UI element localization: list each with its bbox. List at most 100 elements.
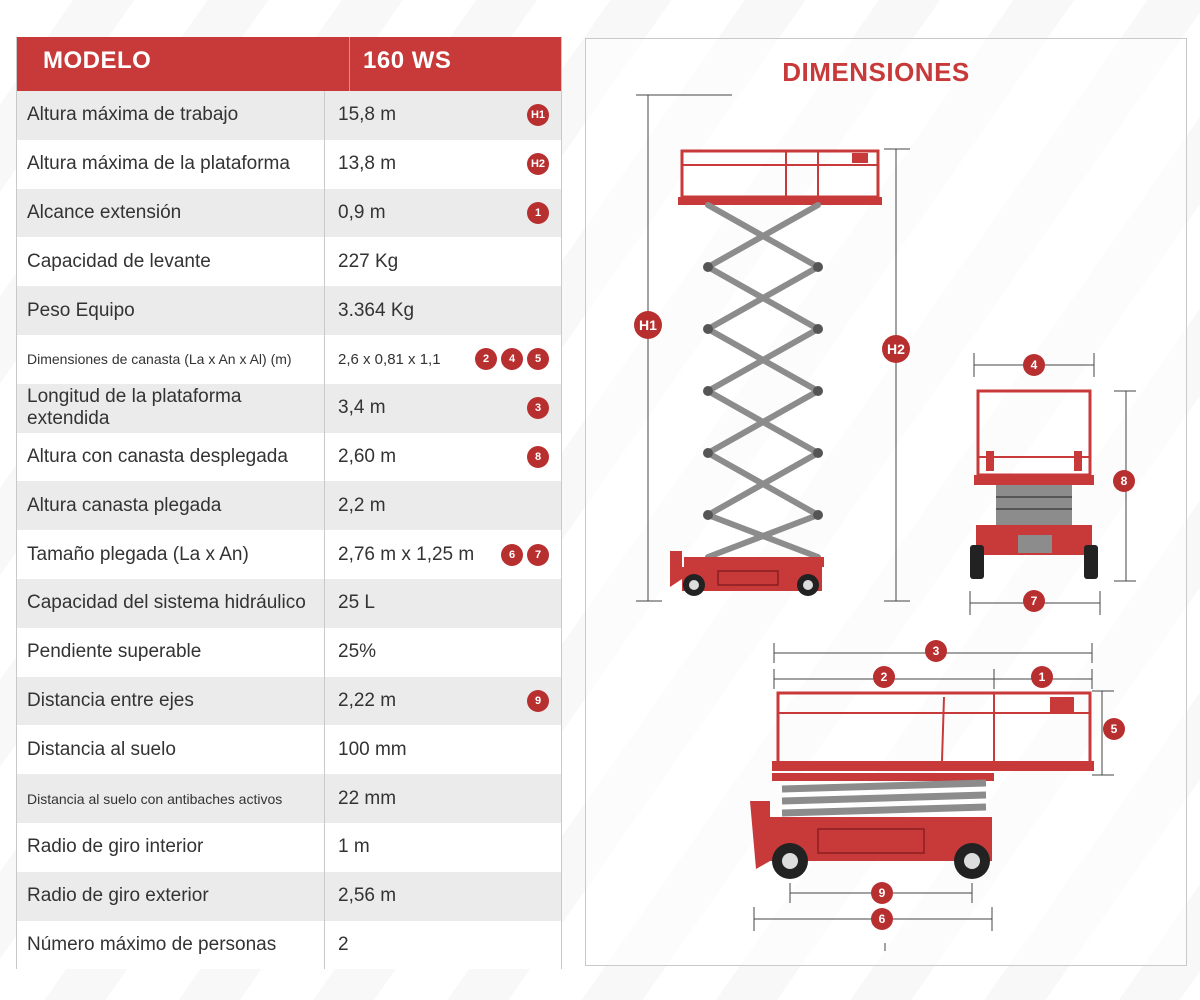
marker-5: 5 <box>1103 718 1125 740</box>
spec-label: Radio de giro interior <box>17 822 325 872</box>
table-row: Altura con canasta desplegada 2,60 m 8 <box>17 432 561 482</box>
svg-text:8: 8 <box>1121 474 1128 488</box>
spec-value: 2,6 x 0,81 x 1,1 <box>338 350 441 368</box>
svg-text:5: 5 <box>1111 722 1118 736</box>
spec-label: Dimensiones de canasta (La x An x Al) (m… <box>17 334 325 384</box>
dimension-badge: 5 <box>527 348 549 371</box>
spec-value: 2,22 m <box>338 689 397 711</box>
table-row: Dimensiones de canasta (La x An x Al) (m… <box>17 334 561 384</box>
spec-value-cell: 25 L <box>325 579 561 628</box>
spec-label: Altura máxima de la plataforma <box>17 139 325 189</box>
svg-text:H1: H1 <box>639 317 657 333</box>
spec-value: 227 Kg <box>338 250 399 272</box>
spec-value-cell: 100 mm <box>325 725 561 774</box>
svg-text:2: 2 <box>881 670 888 684</box>
spec-value-cell: 2 <box>325 921 561 970</box>
spec-label: Radio de giro exterior <box>17 871 325 921</box>
front-view-drawing <box>969 353 1136 615</box>
svg-text:7: 7 <box>1031 594 1038 608</box>
dimension-badges: 8 <box>527 445 549 468</box>
spec-label: Pendiente superable <box>17 627 325 677</box>
table-row: Peso Equipo 3.364 Kg <box>17 286 561 335</box>
dimension-badge: 1 <box>527 201 549 224</box>
dimension-badge: 9 <box>527 689 549 712</box>
dimension-badge: 6 <box>501 543 523 566</box>
spec-label: Capacidad del sistema hidráulico <box>17 578 325 628</box>
dimensions-panel: DIMENSIONES <box>585 38 1187 966</box>
dimension-badge: 7 <box>527 543 549 566</box>
table-row: Radio de giro interior 1 m <box>17 822 561 872</box>
spec-value-cell: 25% <box>325 628 561 677</box>
spec-value: 2,60 m <box>338 445 397 467</box>
dimension-badge: H1 <box>527 104 549 127</box>
dimension-badge: 8 <box>527 445 549 468</box>
table-row: Altura máxima de trabajo 15,8 m H1 <box>17 91 561 140</box>
dimension-badges: 1 <box>527 201 549 224</box>
spec-value: 15,8 m <box>338 104 397 126</box>
marker-3: 3 <box>925 640 947 662</box>
table-row: Distancia entre ejes 2,22 m 9 <box>17 676 561 726</box>
marker-h2: H2 <box>882 335 910 363</box>
spec-value: 25% <box>338 641 377 663</box>
spec-label: Capacidad de levante <box>17 237 325 287</box>
svg-text:4: 4 <box>1031 358 1038 372</box>
table-row: Distancia al suelo 100 mm <box>17 725 561 775</box>
raised-lift-drawing <box>636 94 910 602</box>
spec-value: 0,9 m <box>338 201 386 223</box>
spec-value-cell: 2,56 m <box>325 872 561 921</box>
spec-value: 2 <box>338 933 349 955</box>
svg-text:9: 9 <box>879 886 886 900</box>
spec-label: Altura con canasta desplegada <box>17 432 325 482</box>
spec-value: 1 m <box>338 836 370 858</box>
spec-label: Distancia al suelo <box>17 725 325 775</box>
spec-value-cell: 0,9 m 1 <box>325 189 561 238</box>
spec-value-cell: 2,2 m <box>325 481 561 530</box>
spec-value: 22 mm <box>338 787 397 809</box>
spec-value-cell: 2,22 m 9 <box>325 677 561 726</box>
dimension-badges: 9 <box>527 689 549 712</box>
spec-label: Distancia al suelo con antibaches activo… <box>17 774 325 823</box>
svg-text:1: 1 <box>1039 670 1046 684</box>
spec-value-cell: 22 mm <box>325 774 561 823</box>
table-row: Capacidad de levante 227 Kg <box>17 237 561 287</box>
stowed-lift-drawing <box>750 643 1114 951</box>
spec-label: Tamaño plegada (La x An) <box>17 530 325 579</box>
spec-value-cell: 227 Kg <box>325 237 561 286</box>
marker-6: 6 <box>871 908 893 930</box>
dimension-badge: 4 <box>501 348 523 371</box>
marker-h1: H1 <box>634 311 662 339</box>
svg-text:H2: H2 <box>887 341 905 357</box>
table-row: Altura canasta plegada 2,2 m <box>17 481 561 531</box>
dimension-badges: 3 <box>527 397 549 420</box>
spec-value: 13,8 m <box>338 153 397 175</box>
spec-label: Altura canasta plegada <box>17 481 325 531</box>
spec-label: Peso Equipo <box>17 286 325 335</box>
svg-text:3: 3 <box>933 644 940 658</box>
spec-value: 2,2 m <box>338 494 386 516</box>
header-model-value: 160 WS <box>363 47 452 74</box>
dimensions-title: DIMENSIONES <box>782 57 970 87</box>
spec-value: 100 mm <box>338 738 407 760</box>
marker-2: 2 <box>873 666 895 688</box>
spec-label: Altura máxima de trabajo <box>17 91 325 140</box>
dimensions-diagram: H1 H2 1 2 3 4 5 6 <box>634 94 1136 951</box>
header-model-label: MODELO <box>17 37 350 91</box>
table-row: Distancia al suelo con antibaches activo… <box>17 774 561 823</box>
dimension-badge: 2 <box>475 348 497 371</box>
spec-value: 2,76 m x 1,25 m <box>338 543 475 565</box>
svg-text:6: 6 <box>879 912 886 926</box>
dimension-badge: H2 <box>527 153 549 176</box>
spec-value: 3.364 Kg <box>338 299 415 321</box>
spec-label: Distancia entre ejes <box>17 676 325 726</box>
marker-4: 4 <box>1023 354 1045 376</box>
spec-table-header: MODELO 160 WS <box>17 37 561 91</box>
marker-8: 8 <box>1113 470 1135 492</box>
